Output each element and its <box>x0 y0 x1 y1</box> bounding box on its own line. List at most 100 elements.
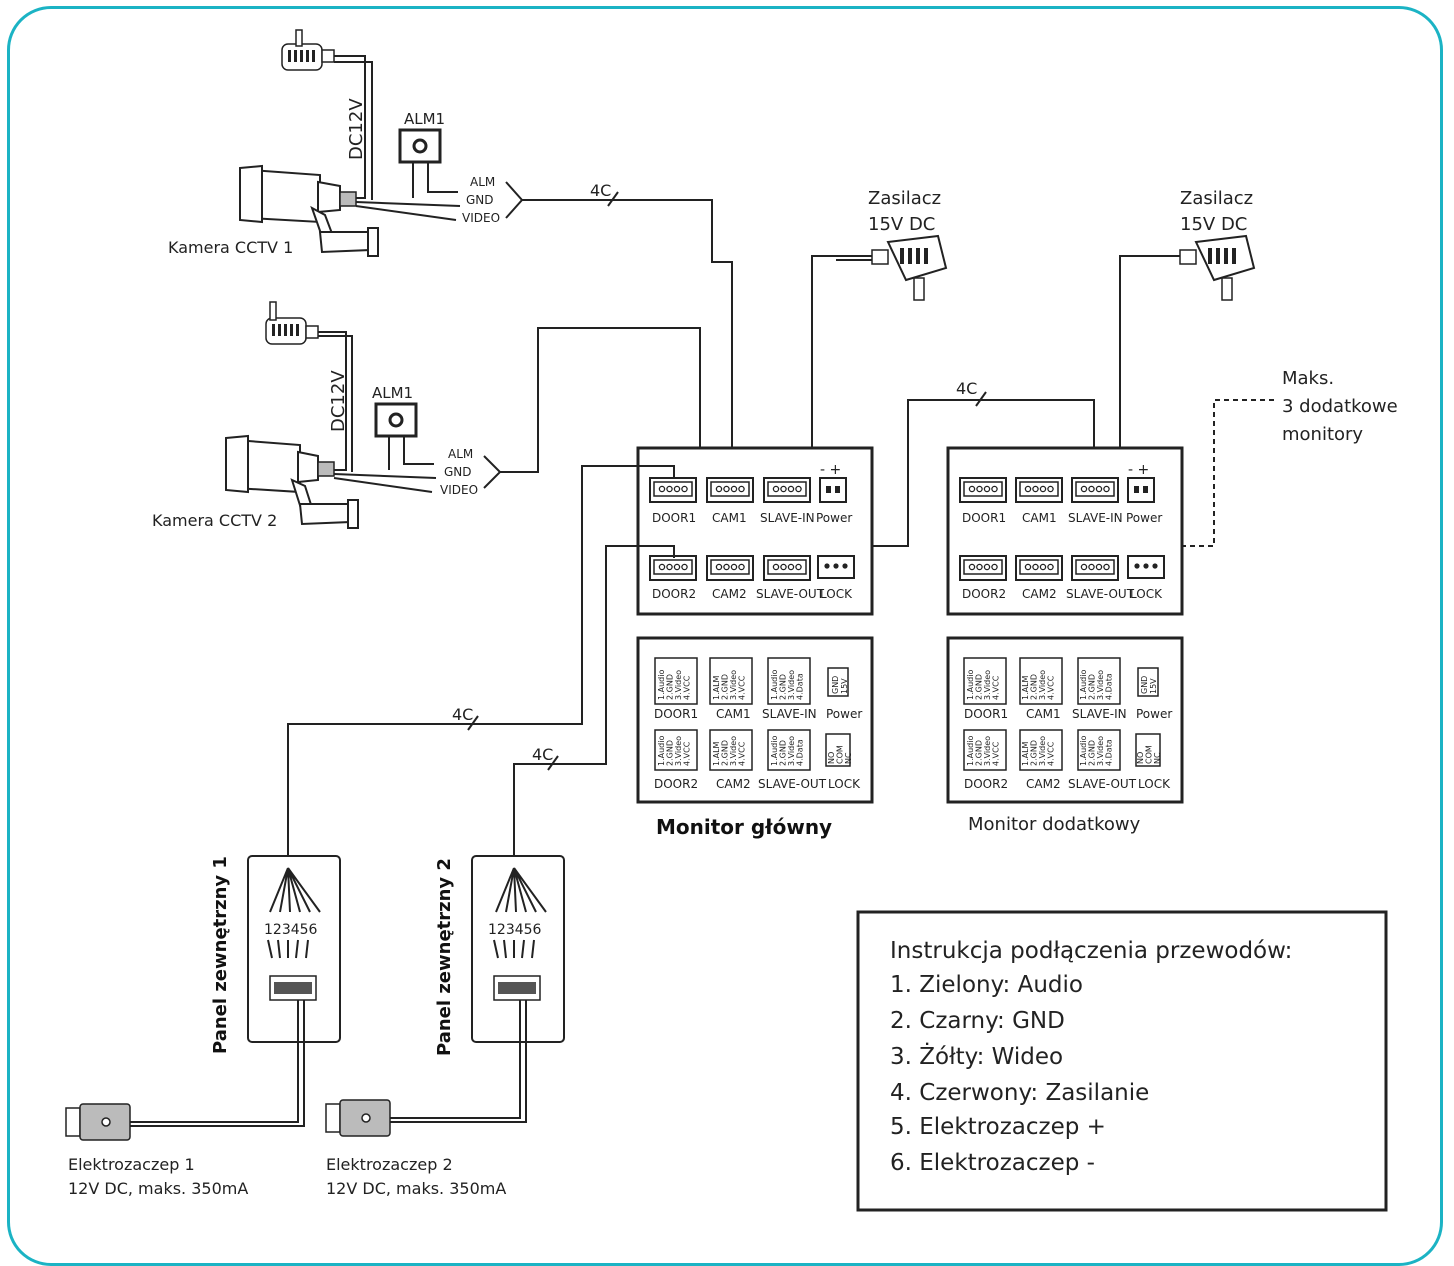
main-monitor-title: Monitor główny <box>656 815 832 839</box>
slave-port-door2: DOOR2 <box>962 587 1006 601</box>
lock-2-line2: 12V DC, maks. 350mA <box>326 1179 506 1198</box>
slave-door1-door-pin-3: 3.Video <box>983 670 992 700</box>
slave-door2-door-pin-1: 1.Audio <box>966 736 975 766</box>
psu-2 <box>1119 234 1256 470</box>
slave-pin-cam1: CAM1 <box>1026 707 1061 721</box>
slave-port-cam2: CAM2 <box>1022 587 1057 601</box>
main-lock-lock-pin-1: NO <box>827 752 836 764</box>
slave-pin-slave-in: SLAVE-IN <box>1072 707 1127 721</box>
main-port-door2: DOOR2 <box>652 587 696 601</box>
main-monitor-back <box>636 446 874 616</box>
legend-item-1: 1. Zielony: Audio <box>890 972 1083 998</box>
electric-lock-2 <box>325 1099 391 1137</box>
slave-port-door1: DOOR1 <box>962 511 1006 525</box>
slave-pin-slave-out: SLAVE-OUT <box>1068 777 1137 791</box>
camera-2-wire-gnd: GND <box>444 465 472 479</box>
camera-1-psu <box>281 29 373 200</box>
main-cam2-cam-pin-3: 3.Video <box>729 736 738 766</box>
main-slave-in-slave-pin-1: 1.Audio <box>770 670 779 700</box>
slave-monitor-back <box>946 446 1184 616</box>
slave-pin-cam2: CAM2 <box>1026 777 1061 791</box>
extra-monitors-line2: 3 dodatkowe <box>1282 396 1398 417</box>
slave-monitor-power-sign: - + <box>1128 462 1149 478</box>
slave-slave-out-slave-pin-4: 4.Data <box>1105 739 1114 766</box>
slave-cam1-cam-pin-3: 3.Video <box>1038 670 1047 700</box>
slave-cam1-cam-pin-2: 2.GND <box>1030 674 1039 700</box>
camera-2-psu <box>265 301 353 472</box>
psu-1 <box>811 234 948 470</box>
legend-item-2: 2. Czarny: GND <box>890 1008 1065 1034</box>
extra-monitors-line3: monitory <box>1282 424 1363 445</box>
slave-slave-out-slave-pin-3: 3.Video <box>1096 736 1105 766</box>
main-pin-door2: DOOR2 <box>654 777 698 791</box>
main-port-slave-out: SLAVE-OUT <box>756 587 825 601</box>
slave-door2-door-pin-2: 2.GND <box>975 740 984 766</box>
main-port-door1: DOOR1 <box>652 511 696 525</box>
lock-1-line1: Elektrozaczep 1 <box>68 1155 195 1174</box>
slave-monitor-title: Monitor dodatkowy <box>968 814 1141 835</box>
legend-item-4: 4. Czerwony: Zasilanie <box>890 1080 1149 1106</box>
slave-cam1-cam-pin-1: 1.ALM <box>1021 675 1030 700</box>
main-lock-lock-pin-2: COM <box>836 745 845 764</box>
slave-cam2-cam-pin-4: 4.VCC <box>1047 741 1056 766</box>
camera-1-power-label: DC12V <box>346 98 367 160</box>
slave-port-cam1: CAM1 <box>1022 511 1057 525</box>
slave-port-power: Power <box>1126 511 1162 525</box>
slave-door1-door-pin-1: 1.Audio <box>966 670 975 700</box>
legend-item-5: 5. Elektrozaczep + <box>890 1114 1106 1140</box>
main-pin-slave-out: SLAVE-OUT <box>758 777 827 791</box>
main-port-cam2: CAM2 <box>712 587 747 601</box>
slave-power-power-pin-2: 15V <box>1149 678 1158 694</box>
main-door1-door-pin-3: 3.Video <box>674 670 683 700</box>
camera-1-wire-video: VIDEO <box>462 211 500 225</box>
slave-slave-out-slave-pin-2: 2.GND <box>1088 740 1097 766</box>
slave-cam2-cam-pin-3: 3.Video <box>1038 736 1047 766</box>
camera-2-wire-alm: ALM <box>448 447 473 461</box>
psu-2-line2: 15V DC <box>1180 214 1247 235</box>
slave-cam2-cam-pin-2: 2.GND <box>1030 740 1039 766</box>
outdoor-panel-2 <box>390 855 565 1123</box>
slave-port-lock: LOCK <box>1130 587 1163 601</box>
main-slave-in-slave-pin-3: 3.Video <box>787 670 796 700</box>
slave-door2-door-pin-4: 4.VCC <box>992 741 1001 766</box>
slave-pin-door1: DOOR1 <box>964 707 1008 721</box>
main-door2-door-pin-2: 2.GND <box>666 740 675 766</box>
camera-2-wires <box>333 473 437 493</box>
slave-lock-lock-pin-1: NO <box>1136 752 1145 764</box>
main-slave-in-slave-pin-4: 4.Data <box>796 673 805 700</box>
main-cam1-cam-pin-3: 3.Video <box>729 670 738 700</box>
main-door2-door-pin-4: 4.VCC <box>683 741 692 766</box>
slave-slave-in-slave-pin-3: 3.Video <box>1096 670 1105 700</box>
slave-slave-in-slave-pin-1: 1.Audio <box>1079 670 1088 700</box>
panel-2-cable-label: 4C <box>532 745 553 764</box>
main-port-lock: LOCK <box>820 587 853 601</box>
slave-door1-door-pin-2: 2.GND <box>975 674 984 700</box>
panel-1-label: Panel zewnętrzny 1 <box>210 856 231 1054</box>
main-monitor-power-sign: - + <box>820 462 841 478</box>
main-door2-door-pin-3: 3.Video <box>674 736 683 766</box>
slave-cam1-cam-pin-4: 4.VCC <box>1047 675 1056 700</box>
slave-slave-in-slave-pin-2: 2.GND <box>1088 674 1097 700</box>
camera-2-wire-video: VIDEO <box>440 483 478 497</box>
legend-title: Instrukcja podłączenia przewodów: <box>890 938 1292 964</box>
camera-2-alarm <box>374 402 434 470</box>
camera-1-cable-label: 4C <box>590 181 611 200</box>
slave-door2-door-pin-3: 3.Video <box>983 736 992 766</box>
panel-2-pins: 123456 <box>488 922 542 938</box>
legend-item-6: 6. Elektrozaczep - <box>890 1150 1095 1176</box>
main-pin-power: Power <box>826 707 862 721</box>
main-lock-lock-pin-3: NC <box>844 752 853 764</box>
camera-1-cable <box>505 181 733 478</box>
panel-1-cable-label: 4C <box>452 705 473 724</box>
slave-slave-in-slave-pin-4: 4.Data <box>1105 673 1114 700</box>
electric-lock-1 <box>65 1103 131 1141</box>
main-cam2-cam-pin-4: 4.VCC <box>738 741 747 766</box>
panel-2-label: Panel zewnętrzny 2 <box>434 858 455 1056</box>
main-monitor-pinout <box>636 636 874 804</box>
main-cam2-cam-pin-1: 1.ALM <box>712 741 721 766</box>
main-cam1-cam-pin-2: 2.GND <box>721 674 730 700</box>
camera-1-wire-gnd: GND <box>466 193 494 207</box>
camera-1 <box>239 164 379 257</box>
